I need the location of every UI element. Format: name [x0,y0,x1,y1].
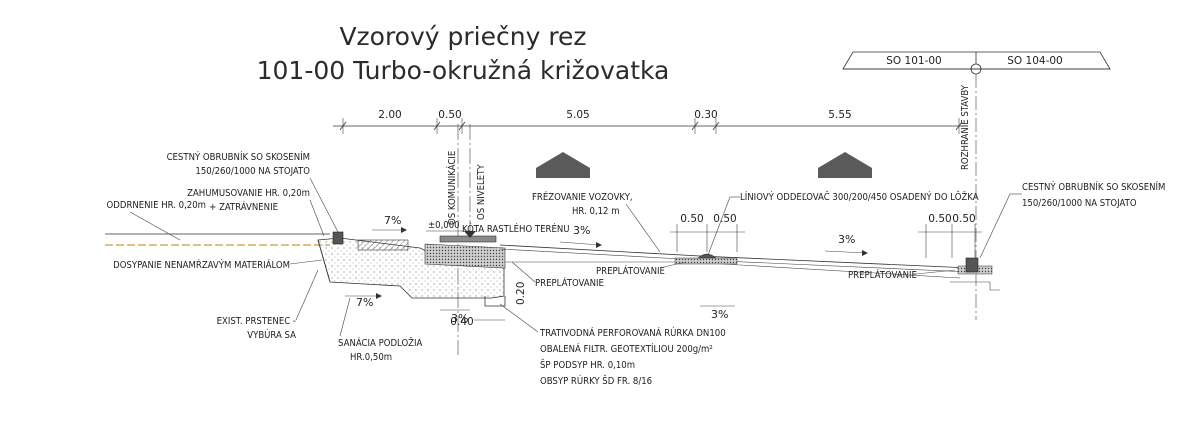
dim-right-b: 0.50 [952,213,975,225]
subgrade-label-1: SANÁCIA PODLOŽIA [338,337,423,349]
slope-annotations: 7% 7% 3% 3% 3% 3% [345,214,868,325]
traffic-arrow-right-icon [818,152,872,178]
curb-left-label-1: CESTNÝ OBRUBNÍK SO SKOSENÍM [167,151,310,163]
dim-right-a: 0.50 [928,213,951,225]
slope-sub-2: 3% [711,308,728,321]
center-right-labels: KÓTA RASTLÉHO TERÉNU FRÉZOVANIE VOZOVKY,… [462,181,1165,387]
drain-label-3: ŠP PODSYP HR. 0,10m [540,359,635,371]
small-dims: 0.50 0.50 0.50 0.50 0.40 0.20 [450,213,982,328]
milling-label-1: FRÉZOVANIE VOZOVKY, [532,191,633,203]
topsoil-label-2: + ZATRÁVNENIE [209,201,278,213]
drain-label-2: OBALENÁ FILTR. GEOTEXTÍLIOU 200g/m² [540,343,713,355]
curb-left-icon [332,231,344,245]
header-boxes: SO 101-00 SO 104-00 [842,51,1111,75]
overlap-label-2: PREPLÁTOVANIE [535,277,604,289]
slope-left-bottom: 7% [356,296,373,309]
dimension-chain: 2.00 0.50 5.05 0.30 5.55 [333,109,966,134]
curb-left-label-2: 150/260/1000 NA STOJATO [195,166,310,177]
dim-2-00: 2.00 [378,109,401,121]
dim-0-30: 0.30 [694,109,717,121]
dim-5-55: 5.55 [828,109,851,121]
terrain-label: KÓTA RASTLÉHO TERÉNU [462,223,570,235]
drain-label-4: OBSYP RÚRKY ŠD FR. 8/16 [540,375,652,387]
subgrade-label-2: HR.0,50m [350,352,392,363]
curb-right-icon [965,257,979,273]
dim-ditch-depth: 0.20 [515,282,527,305]
divider-label: LÍNIOVÝ ODDEĽOVAČ 300/200/450 OSADENÝ DO… [740,191,979,203]
dim-0-50: 0.50 [438,109,461,121]
left-labels: CESTNÝ OBRUBNÍK SO SKOSENÍM 150/260/1000… [107,151,423,363]
curb-right-label-1: CESTNÝ OBRUBNÍK SO SKOSENÍM [1022,181,1165,193]
overlap-label-3: PREPLÁTOVANIE [848,269,917,281]
left-embankment [317,231,506,307]
drain-label-1: TRATIVODNÁ PERFOROVANÁ RÚRKA DN100 [539,327,726,339]
title-line-2: 101-00 Turbo-okružná križovatka [257,56,670,85]
slope-road-2: 3% [838,233,855,246]
axis-communication-label: OS KOMUNIKÁCIE [446,151,458,225]
zero-level-label: ±0,000 [428,220,460,231]
level-marker-icon [464,231,476,238]
slope-left-top: 7% [384,214,401,227]
traffic-arrow-left-icon [536,152,590,178]
curb-right-label-2: 150/260/1000 NA STOJATO [1022,198,1137,209]
topsoil-label-1: ZAHUMUSOVANIE HR. 0,20m [187,188,310,199]
boundary-label: ROZHRANIE STAVBY [960,84,971,170]
dim-ditch-width: 0.40 [450,316,473,328]
divider-element [674,253,738,265]
slope-sub-1: 3% [451,312,468,325]
dim-5-05: 5.05 [566,109,589,121]
dim-divider-left: 0.50 [680,213,703,225]
so-right-label: SO 104-00 [1007,55,1062,67]
slope-road-1: 3% [573,224,590,237]
divider-icon [697,253,717,259]
milling-label-2: HR. 0,12 m [572,206,620,217]
title-line-1: Vzorový priečny rez [339,22,586,51]
axis-level-label: OS NIVELETY [476,164,487,220]
dim-divider-right: 0.50 [713,213,736,225]
ring-label-2: VYBÚRA SA [247,329,296,341]
so-left-label: SO 101-00 [886,55,941,67]
right-curb [950,257,1000,291]
overlap-label-1: PREPLÁTOVANIE [596,265,665,277]
ring-label-1: EXIST. PRSTENEC - [217,316,296,327]
removal-label: ODDRNENIE HR. 0,20m [107,200,206,211]
road-surface-line [499,244,971,269]
fill-label: DOSYPANIE NENAMŔZAVÝM MATERIÁLOM [113,259,290,271]
